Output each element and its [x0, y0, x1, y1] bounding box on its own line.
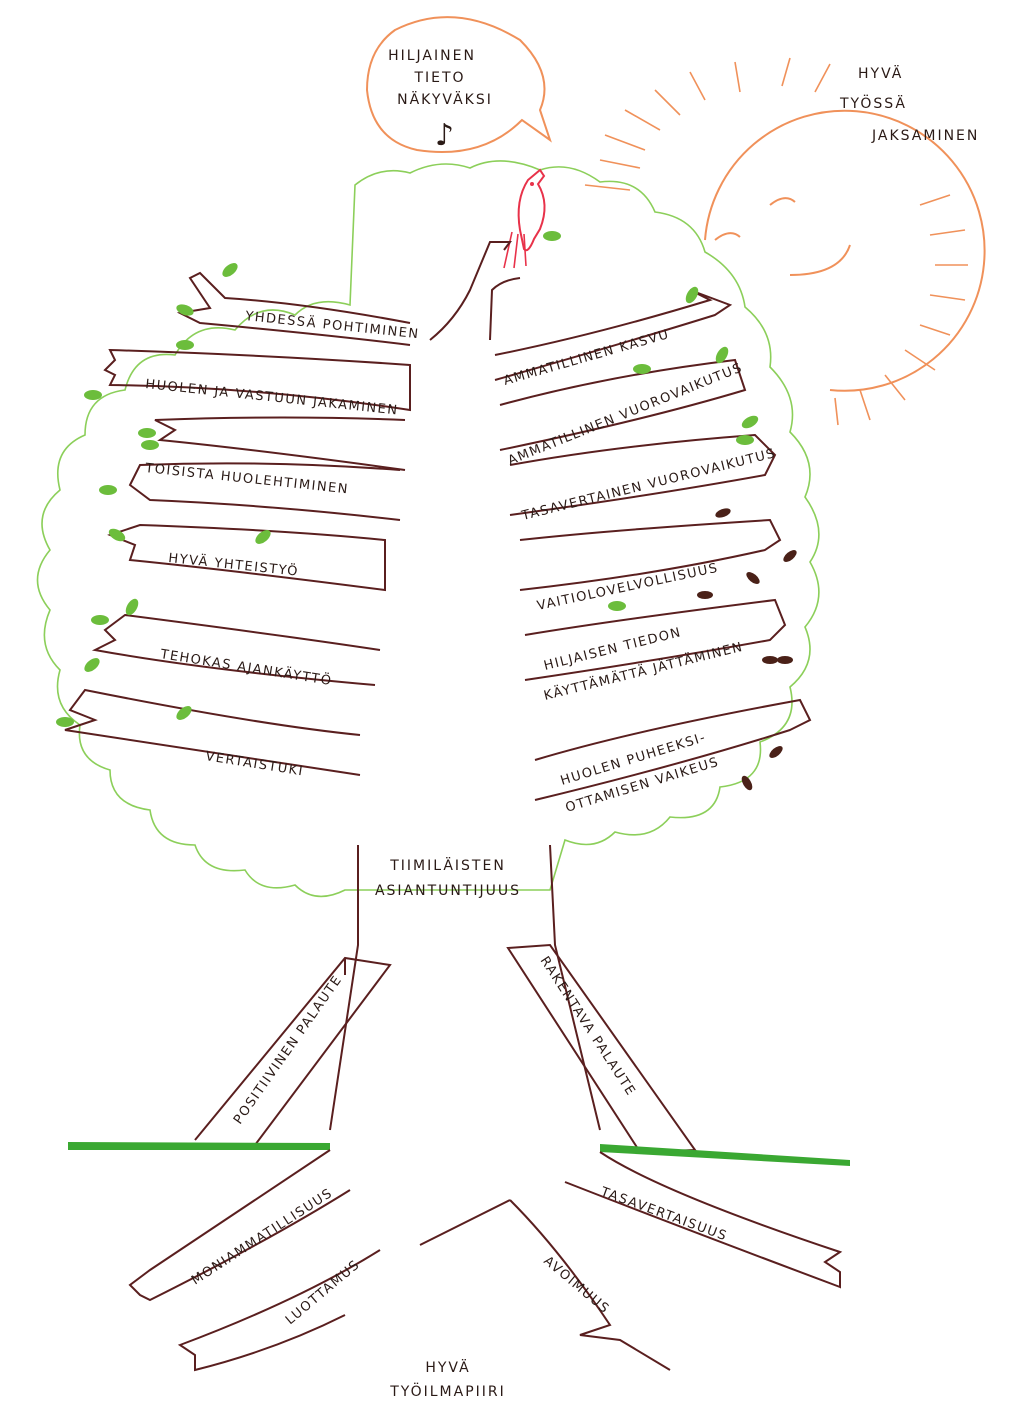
branch-label-left-4: HYVÄ YHTEISTYÖ — [168, 549, 300, 580]
support-labels: POSITIIVINEN PALAUTE RAKENTAVA PALAUTE — [231, 954, 638, 1127]
grass — [68, 1142, 850, 1166]
root-label-2: LUOTTAMUS — [283, 1257, 363, 1328]
branch-label-left-2: HUOLEN JA VASTUUN JAKAMINEN — [145, 377, 400, 419]
branch-label-left-5: TEHOKAS AJANKÄYTTÖ — [158, 645, 333, 689]
trunk-labels: TIIMILÄISTEN ASIANTUNTIJUUS — [375, 856, 521, 899]
branch-label-left-1: YHDESSÄ POHTIMINEN — [244, 308, 421, 342]
bird — [504, 170, 545, 268]
bubble-line-3: NÄKYVÄKSI — [397, 90, 493, 108]
trunk-line-1: TIIMILÄISTEN — [389, 856, 506, 874]
bubble-line-1: HILJAINEN — [388, 48, 476, 64]
sun-line-2: TYÖSSÄ — [839, 94, 907, 112]
root-label-3: TASAVERTAISUUS — [598, 1184, 730, 1244]
branch-label-right-1: AMMATILLINEN KASVU — [502, 327, 671, 389]
speech-bubble-text: HILJAINEN TIETO NÄKYVÄKSI ♪ — [388, 48, 493, 153]
music-note-icon: ♪ — [435, 118, 454, 153]
root-label-1: MONIAMMATILLISUUS — [189, 1186, 336, 1289]
branch-label-right-4: VAITIOLOVELVOLLISUUS — [536, 561, 720, 614]
sun-text: HYVÄ TYÖSSÄ JAKSAMINEN — [839, 64, 979, 144]
ground-labels: HYVÄ TYÖILMAPIIRI — [389, 1358, 506, 1400]
trunk — [65, 242, 810, 1130]
sun-line-3: JAKSAMINEN — [871, 128, 979, 144]
bubble-line-2: TIETO — [413, 70, 465, 86]
root-labels: MONIAMMATILLISUUS LUOTTAMUS TASAVERTAISU… — [189, 1184, 729, 1328]
root-label-4: AVOIMUUS — [540, 1254, 612, 1318]
branch-label-left-3: TOISISTA HUOLEHTIMINEN — [144, 461, 350, 497]
trunk-line-2: ASIANTUNTIJUUS — [375, 883, 521, 899]
crown-outline — [38, 161, 819, 896]
ground-line-2: TYÖILMAPIIRI — [389, 1382, 506, 1400]
support-label-left: POSITIIVINEN PALAUTE — [231, 973, 346, 1128]
right-branch-labels: AMMATILLINEN KASVU AMMATILLINEN VUOROVAI… — [502, 327, 778, 816]
sun-line-1: HYVÄ — [858, 64, 903, 82]
branch-label-left-6: VERTAISTUKI — [204, 749, 305, 779]
ground-line-1: HYVÄ — [425, 1358, 470, 1376]
support-planks — [195, 945, 695, 1152]
